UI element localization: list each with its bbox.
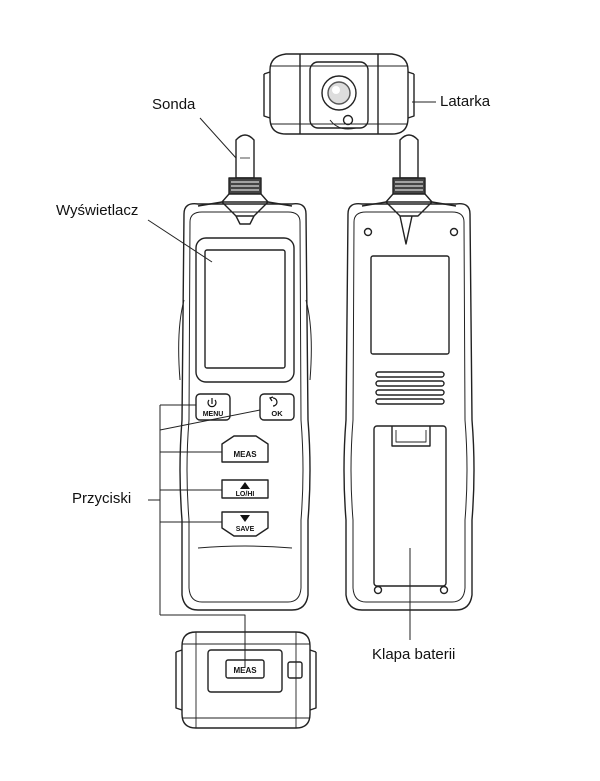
- top-view: [263, 53, 415, 135]
- bottom-view: [175, 631, 317, 729]
- buttons-group: [195, 393, 295, 679]
- label-wyswietlacz: Wyświetlacz: [56, 202, 139, 219]
- refresh-icon: [269, 396, 278, 407]
- save-label: SAVE: [236, 526, 255, 533]
- lohi-label: LO/HI: [236, 491, 255, 498]
- label-latarka: Latarka: [440, 93, 491, 110]
- back-view: [343, 134, 475, 611]
- triangle-down-icon: [240, 515, 250, 522]
- leader-lines: [147, 101, 436, 668]
- save-button[interactable]: [221, 511, 269, 537]
- meas-label: MEAS: [233, 450, 257, 459]
- triangle-up-icon: [240, 482, 250, 489]
- ok-label: OK: [271, 409, 283, 418]
- menu-button[interactable]: [195, 393, 231, 421]
- meas-button[interactable]: [221, 435, 269, 463]
- lohi-button[interactable]: [221, 479, 269, 499]
- ok-button[interactable]: [259, 393, 295, 421]
- meas-bottom-label: MEAS: [233, 666, 257, 675]
- label-przyciski: Przyciski: [72, 490, 132, 507]
- label-klapa-baterii: Klapa baterii: [372, 646, 456, 663]
- front-view: [178, 134, 312, 611]
- label-sonda: Sonda: [152, 96, 196, 113]
- power-icon: [207, 398, 217, 408]
- menu-label: MENU: [203, 411, 224, 418]
